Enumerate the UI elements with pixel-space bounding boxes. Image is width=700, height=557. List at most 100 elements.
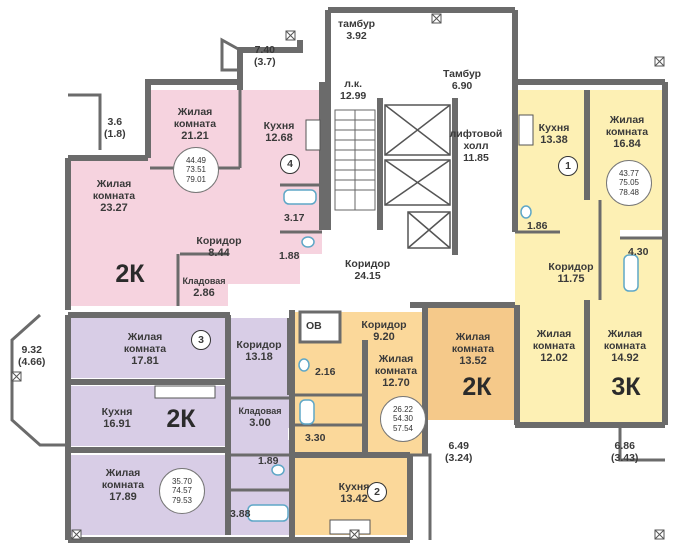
stoves	[154, 114, 534, 535]
room-name: Коридор	[548, 260, 594, 273]
room-area: 12.70	[382, 376, 410, 389]
apt3-living-room-1: Жилая комната 17.81	[110, 326, 180, 372]
apt4-bath-area: 3.17	[284, 212, 305, 224]
apt4-area-badge: 44.49 73.51 79.01	[173, 147, 219, 193]
balcony-1-label: 7.40 (3.7)	[254, 44, 276, 68]
room-name: Жилая комната	[92, 177, 136, 202]
room-area: 3.00	[249, 416, 271, 429]
room-area: 9.20	[373, 330, 395, 343]
apt3-storage: Кладовая 3.00	[230, 402, 290, 432]
stairs-label: л.к. 12.99	[340, 78, 366, 102]
room-area: 16.84	[613, 137, 641, 150]
apt1-living-room-1: Жилая комната 16.84	[594, 108, 660, 156]
room-name: Жилая комната	[605, 113, 649, 138]
room-area: 12.68	[265, 131, 293, 144]
balcony-5-label: 6.86 (3.43)	[611, 440, 638, 464]
apt1-corridor: Коридор 11.75	[540, 258, 602, 288]
total-area: 73.51	[185, 165, 207, 175]
apartment-type: 2К	[166, 405, 196, 433]
apartment-type: 2К	[115, 260, 145, 288]
walls	[65, 7, 668, 543]
ov-label: ОВ	[306, 320, 322, 332]
apt3-type: 2К	[152, 404, 210, 434]
room-area: 12.02	[540, 351, 568, 364]
apt1-type: 3К	[598, 372, 654, 402]
main-corridor-name: Коридор	[345, 258, 391, 270]
apt1-area-badge: 43.77 75.05 78.48	[606, 160, 652, 206]
room-area: 17.81	[131, 354, 159, 367]
balcony-3-label: 9.32 (4.66)	[18, 344, 45, 368]
apt3-corridor: Коридор 13.18	[232, 336, 286, 366]
room-area: 13.42	[340, 492, 368, 505]
lift-hall-label: лифтовой холл 11.85	[446, 128, 506, 164]
apt2-living-room-2: Жилая комната 13.52	[440, 326, 506, 372]
lift-hall-name: лифтовой холл	[449, 128, 503, 152]
apt1-number: 1	[558, 156, 578, 176]
apt3-number: 3	[191, 330, 211, 350]
tambur-right-area: 6.90	[451, 80, 473, 92]
tambur-top-area: 3.92	[346, 30, 367, 42]
room-name: Жилая комната	[101, 466, 145, 491]
apt1-living-room-3: Жилая комната 14.92	[594, 322, 656, 370]
apt3-wc-area: 1.89	[258, 455, 279, 467]
total-area: 75.05	[618, 178, 640, 188]
apt4-storage-fill	[178, 254, 228, 306]
apt3-kitchen: Кухня 16.91	[92, 402, 142, 434]
apt4-type: 2К	[100, 258, 160, 290]
room-area: 23.27	[100, 201, 128, 214]
apt3-bath-area: 3.88	[230, 508, 251, 520]
tambur-top-name: тамбур	[338, 18, 376, 30]
tambur-right-label: Тамбур 6.90	[443, 68, 481, 92]
room-name: Кухня	[101, 405, 133, 418]
living-area: 43.77	[618, 168, 640, 178]
apt2-kitchen: Кухня 13.42	[324, 478, 384, 508]
apt2-living-room-1: Жилая комната 12.70	[368, 348, 424, 394]
balcony-1-half: (3.7)	[254, 56, 276, 68]
total-area-with-balcony: 78.48	[618, 187, 640, 197]
stairs-area: 12.99	[340, 90, 367, 102]
room-name: Кладовая	[182, 275, 226, 286]
apt2-corridor: Коридор 9.20	[356, 316, 412, 346]
balcony-5-half: (3.43)	[611, 452, 639, 464]
room-area: 13.38	[540, 133, 568, 146]
room-area: 13.52	[459, 354, 487, 367]
room-name: Коридор	[196, 234, 242, 247]
room-name: Жилая комната	[123, 330, 167, 355]
apt1-bath-area: 4.30	[628, 246, 649, 258]
room-name: Жилая комната	[603, 327, 647, 352]
balcony-2-half: (1.8)	[104, 128, 126, 140]
room-name: Кухня	[338, 480, 370, 493]
room-name: Жилая комната	[451, 330, 495, 355]
room-area: 11.75	[557, 272, 585, 285]
apt4-living-room-2: Жилая комната 23.27	[78, 172, 150, 220]
elevators	[384, 104, 451, 249]
balcony-5-area: 6.86	[614, 440, 635, 452]
living-area: 35.70	[171, 476, 193, 486]
lift-hall-area: 11.85	[463, 152, 489, 164]
apt2-type: 2К	[448, 372, 506, 402]
apartment-type: 3К	[611, 373, 641, 401]
vent-markers	[11, 13, 665, 540]
balcony-4-half: (3.24)	[445, 452, 473, 464]
total-area-with-balcony: 57.54	[392, 423, 414, 433]
apt2-area-badge: 26.22 54.30 57.54	[380, 396, 426, 442]
room-area: 2.86	[193, 286, 215, 299]
balcony-4-label: 6.49 (3.24)	[445, 440, 472, 464]
balcony-4-area: 6.49	[448, 440, 469, 452]
apt1-living-room-2: Жилая комната 12.02	[524, 322, 584, 370]
tambur-right-name: Тамбур	[443, 68, 482, 80]
total-area: 74.57	[171, 486, 193, 496]
room-name: Жилая комната	[532, 327, 576, 352]
apt4-kitchen: Кухня 12.68	[244, 112, 314, 152]
toilets	[271, 205, 532, 476]
room-area: 13.18	[245, 350, 273, 363]
bathtubs	[247, 189, 639, 522]
apt1-living3-fill	[587, 298, 662, 422]
apt2-wc-area: 2.16	[315, 366, 336, 378]
apt1-living2-fill	[517, 310, 585, 422]
room-area: 16.91	[103, 417, 131, 430]
apt3-living-room-2: Жилая комната 17.89	[92, 462, 154, 508]
apt1-wc-area: 1.86	[527, 220, 548, 232]
apt4-corridor: Коридор 8.44	[188, 232, 250, 262]
balcony-3-area: 9.32	[21, 344, 42, 356]
